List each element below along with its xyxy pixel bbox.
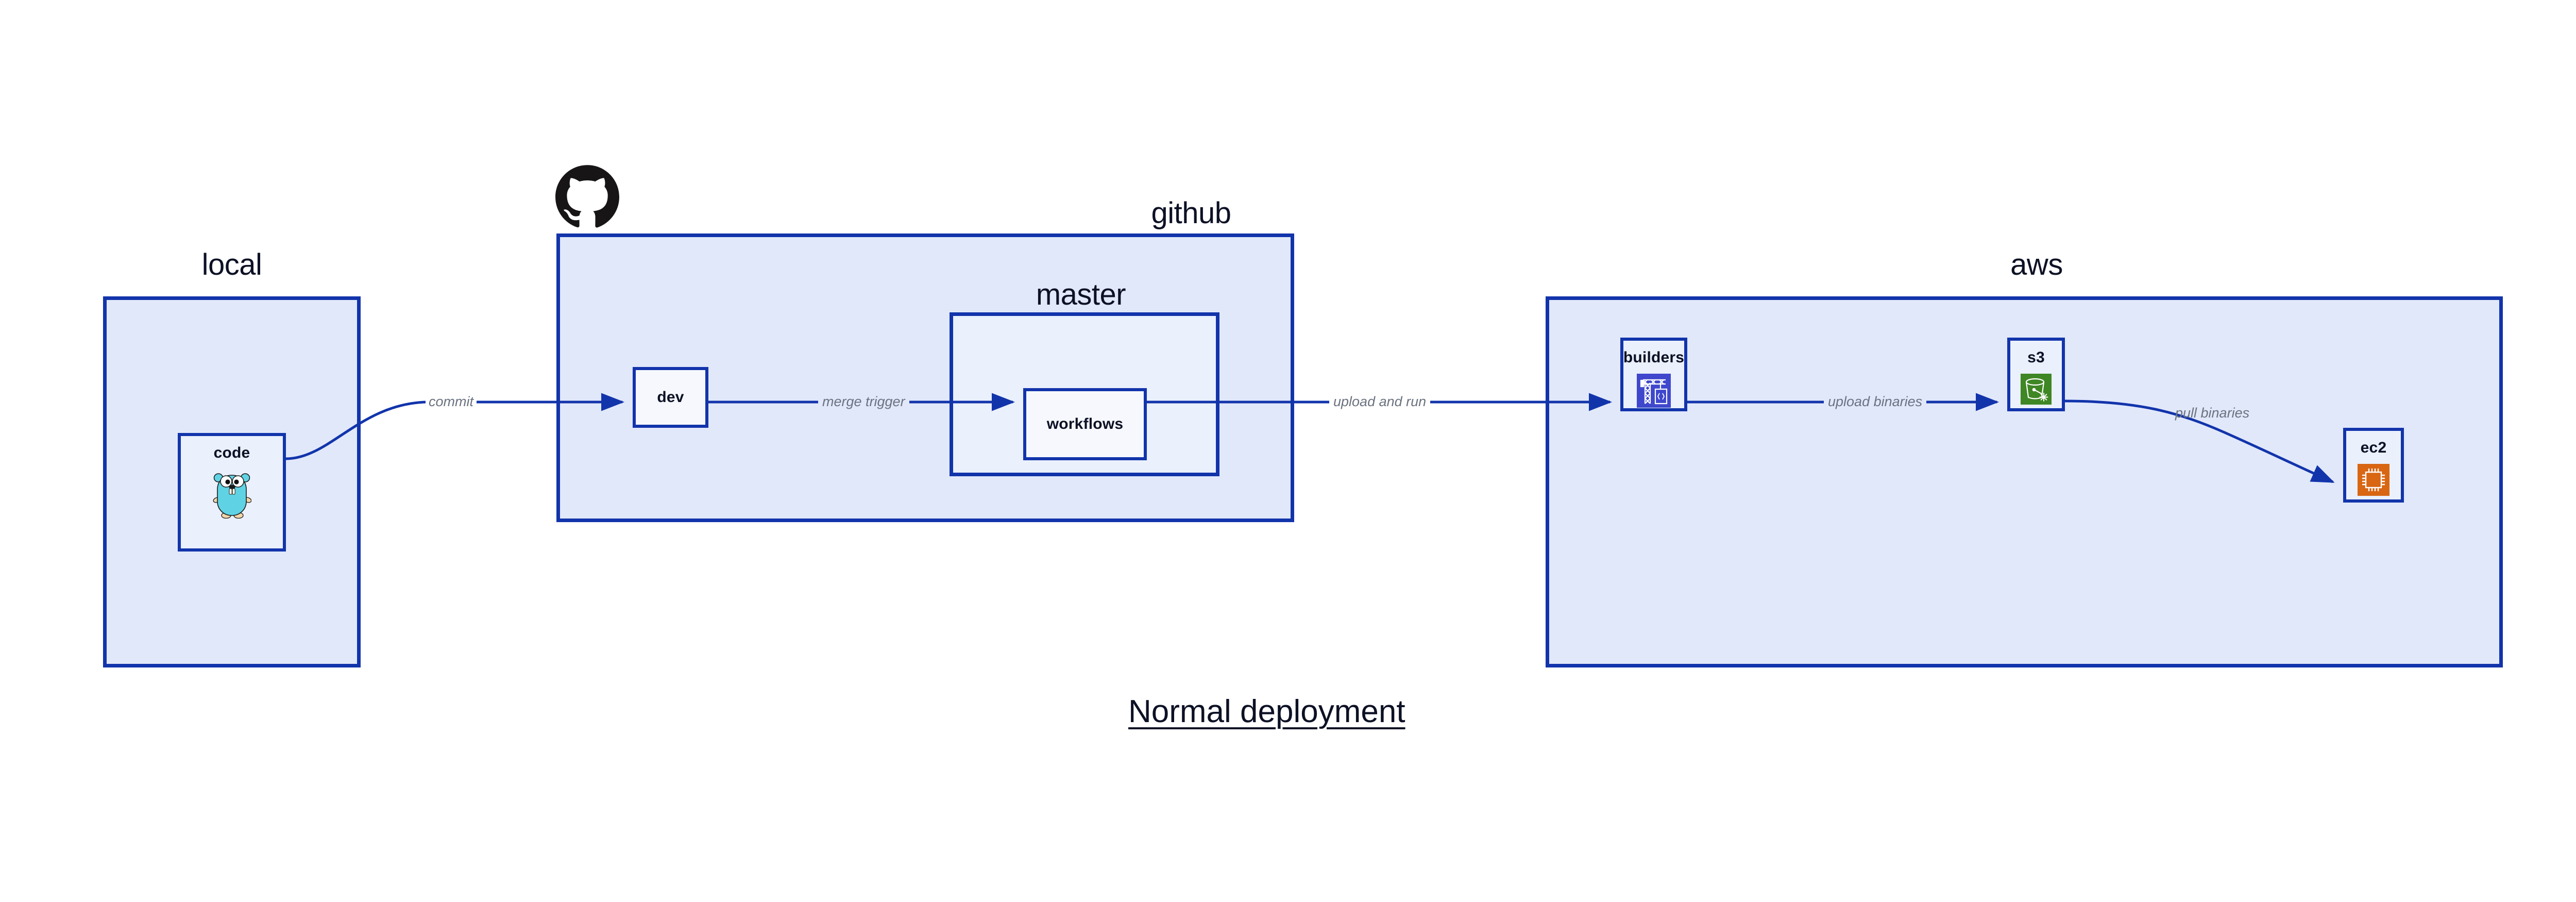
edge-label-upload-and-run: upload and run <box>1329 394 1431 410</box>
container-label-github: github <box>1151 196 1231 230</box>
node-s3[interactable]: s3 <box>2007 338 2065 411</box>
node-dev-label: dev <box>657 389 684 406</box>
node-s3-label: s3 <box>2027 349 2045 366</box>
edge-label-pull-binaries: pull binaries <box>2175 405 2250 421</box>
aws-crane-icon <box>1637 374 1671 408</box>
node-dev[interactable]: dev <box>633 367 708 428</box>
node-code[interactable]: code <box>178 433 286 552</box>
aws-ec2-chip-icon <box>2358 464 2389 496</box>
diagram-title: Normal deployment <box>1128 694 1405 729</box>
node-code-label: code <box>213 444 250 461</box>
edge-label-upload-binaries: upload binaries <box>1824 394 1927 410</box>
container-label-local: local <box>201 248 262 281</box>
go-gopher-icon <box>212 469 251 519</box>
edge-label-merge-trigger: merge trigger <box>818 394 909 410</box>
container-label-master: master <box>1036 278 1126 311</box>
node-builders[interactable]: builders <box>1620 338 1687 411</box>
github-octocat-icon <box>555 165 619 230</box>
node-ec2-label: ec2 <box>2360 439 2387 456</box>
container-label-aws: aws <box>2010 248 2063 281</box>
node-workflows[interactable]: workflows <box>1023 388 1147 460</box>
node-ec2[interactable]: ec2 <box>2343 428 2404 503</box>
node-workflows-label: workflows <box>1046 415 1124 432</box>
edge-label-commit: commit <box>426 394 477 410</box>
node-builders-label: builders <box>1623 349 1685 366</box>
aws-s3-bucket-icon <box>2021 374 2052 405</box>
